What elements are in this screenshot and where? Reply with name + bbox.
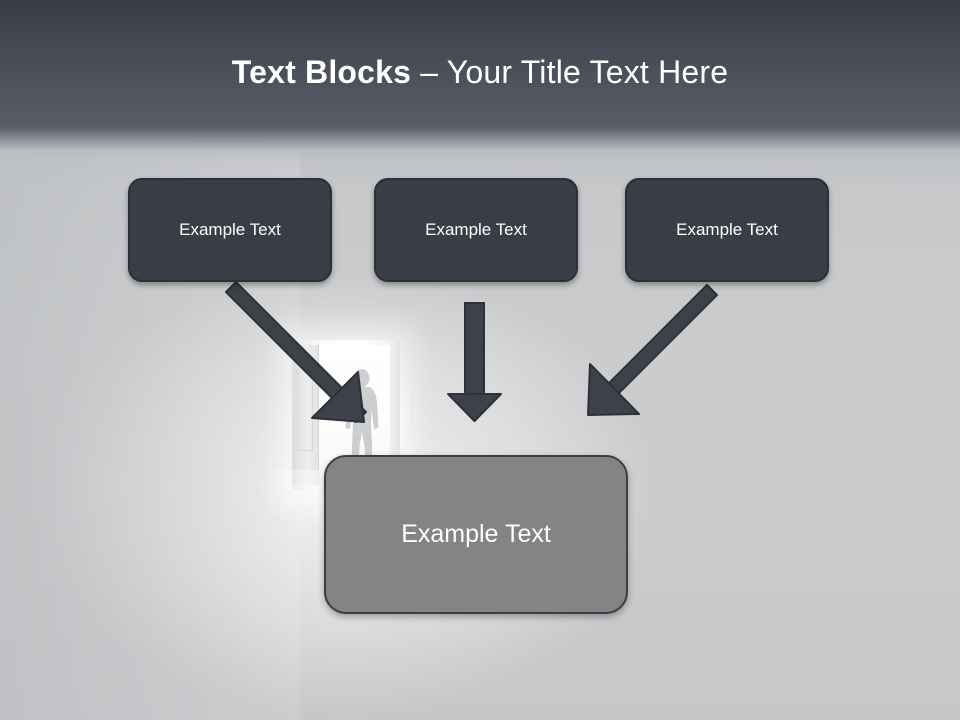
text-block-1-label: Example Text xyxy=(179,220,281,239)
text-block-2-label: Example Text xyxy=(425,220,527,239)
door-panel xyxy=(292,345,319,485)
text-block-1[interactable]: Example Text xyxy=(128,178,332,282)
text-block-bottom-label: Example Text xyxy=(401,520,551,548)
header-band xyxy=(0,0,960,160)
page-title-light: Your Title Text Here xyxy=(446,54,729,90)
text-block-3[interactable]: Example Text xyxy=(625,178,829,282)
page-title-separator: – xyxy=(411,54,447,90)
page-title: Text Blocks – Your Title Text Here xyxy=(0,52,960,92)
text-block-3-label: Example Text xyxy=(676,220,778,239)
text-block-bottom[interactable]: Example Text xyxy=(324,455,628,614)
text-block-2[interactable]: Example Text xyxy=(374,178,578,282)
page-title-strong: Text Blocks xyxy=(231,54,412,90)
